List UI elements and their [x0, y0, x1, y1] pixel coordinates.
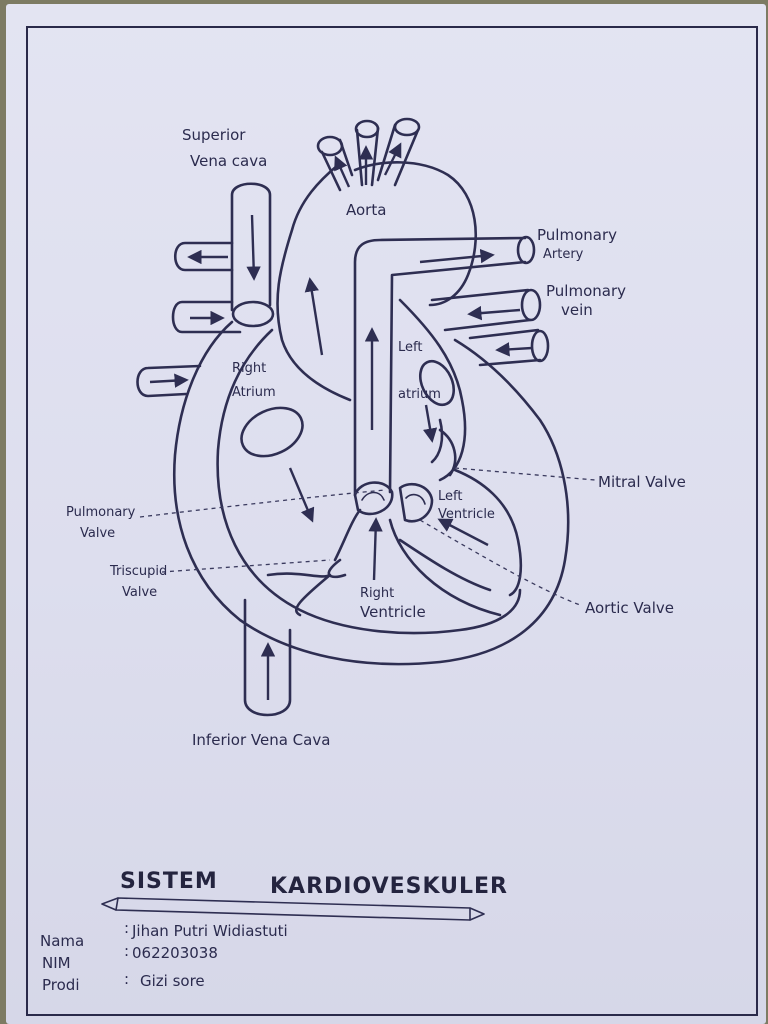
- label-tricuspid-valve-1: Triscupid: [109, 564, 167, 579]
- label-pulmonary-vein-2: vein: [561, 301, 593, 319]
- superior-vena-cava: [230, 182, 275, 328]
- label-left-ventricle-2: Ventricle: [438, 507, 495, 522]
- nim-label: NIM: [42, 954, 71, 972]
- colon-nim: :: [124, 942, 129, 960]
- label-aortic-valve: Aortic Valve: [585, 599, 674, 617]
- septum-inner-wall: [216, 328, 522, 635]
- aortic-branches: [316, 117, 421, 192]
- heart-outline: [173, 320, 570, 666]
- label-pulmonary-valve-1: Pulmonary: [66, 505, 136, 520]
- label-superior-vena-cava-2: Vena cava: [190, 152, 267, 170]
- left-chamber-wall: [398, 298, 523, 597]
- label-leader-lines: [139, 467, 596, 606]
- label-right-ventricle-2: Ventricle: [360, 603, 426, 621]
- right-atrium-oval: [240, 406, 304, 458]
- prodi-label: Prodi: [42, 976, 80, 994]
- label-tricuspid-valve-2: Valve: [122, 585, 157, 600]
- pencil-underline: [101, 897, 485, 921]
- colon-prodi: :: [124, 970, 129, 988]
- label-right-atrium-2: Atrium: [232, 385, 276, 400]
- label-pulmonary-artery-2: Artery: [543, 247, 584, 262]
- left-pulmonary-veins: [136, 241, 242, 398]
- title-word-2: KARDIOVESKULER: [270, 874, 508, 899]
- name-value: Jihan Putri Widiastuti: [131, 922, 288, 940]
- label-right-ventricle-1: Right: [360, 586, 394, 601]
- right-pulmonary-veins: [430, 288, 550, 367]
- inferior-vena-cava: [243, 598, 292, 717]
- label-pulmonary-artery-1: Pulmonary: [537, 226, 617, 244]
- label-mitral-valve: Mitral Valve: [598, 473, 686, 491]
- label-inferior-vena-cava: Inferior Vena Cava: [192, 731, 330, 749]
- page-border: [26, 26, 758, 1016]
- title-word-1: SISTEM: [120, 869, 218, 894]
- label-left-atrium-2: atrium: [398, 387, 441, 402]
- label-pulmonary-valve-2: Valve: [80, 526, 115, 541]
- valves: [327, 418, 457, 579]
- blood-flow-arrows: [288, 404, 489, 581]
- left-atrium-oval: [418, 359, 456, 407]
- pulmonary-artery: [304, 235, 536, 497]
- aorta-arch: [276, 161, 478, 402]
- label-pulmonary-vein-1: Pulmonary: [546, 282, 626, 300]
- colon-name: :: [124, 919, 129, 937]
- label-left-ventricle-1: Left: [438, 489, 462, 504]
- name-label: Nama: [40, 932, 84, 950]
- label-left-atrium-1: Left: [398, 340, 422, 355]
- label-superior-vena-cava-1: Superior: [182, 126, 246, 144]
- label-right-atrium-1: Right: [232, 361, 266, 376]
- prodi-value: Gizi sore: [140, 972, 205, 990]
- label-aorta: Aorta: [346, 201, 386, 219]
- nim-value: 062203038: [132, 944, 218, 962]
